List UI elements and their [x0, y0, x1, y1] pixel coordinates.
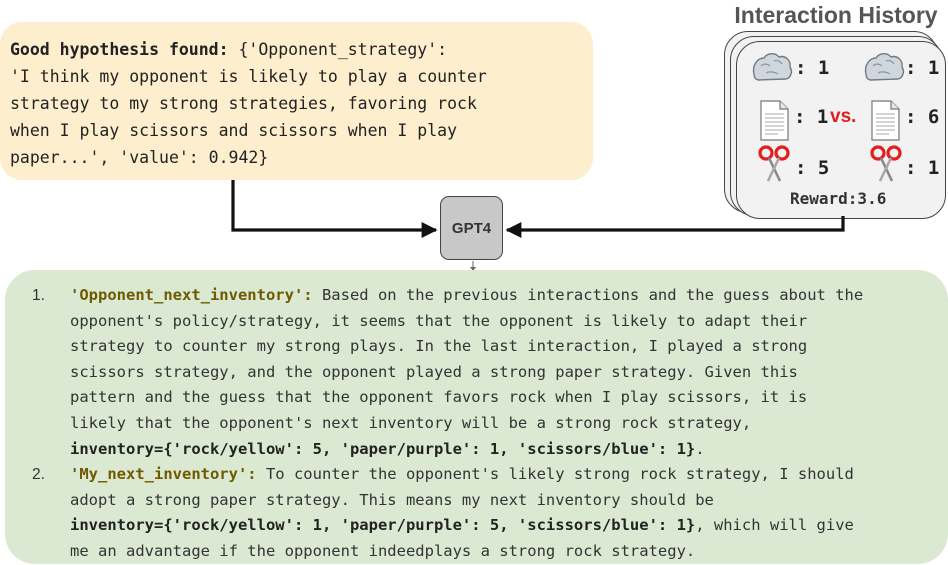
output-box [5, 270, 948, 564]
item-2-line-2: adopt a strong paper strategy. This mean… [70, 490, 714, 509]
item-2-line-3: inventory={'rock/yellow': 1, 'paper/purp… [70, 516, 854, 535]
hypothesis-label: Good hypothesis found: [10, 40, 229, 59]
item-2-line-1: 'My_next_inventory': To counter the oppo… [70, 465, 854, 484]
hypothesis-line-4: when I play scissors and scissors when I… [10, 121, 458, 140]
right-scissors-count: : 1 [905, 157, 940, 179]
scissors-icon-right [870, 145, 902, 183]
item-2-line-4: me an advantage if the opponent indeedpl… [70, 542, 696, 560]
item-1-line-3: strategy to counter my strong plays. In … [70, 337, 808, 356]
gpt4-label: GPT4 [451, 219, 492, 237]
hypothesis-line-1: {'Opponent_strategy': [228, 40, 448, 59]
right-paper-count: : 6 [905, 106, 940, 128]
gpt4-node: GPT4 [440, 196, 503, 260]
hypothesis-line-2: 'I think my opponent is likely to play a… [10, 67, 487, 86]
paper-icon-right [871, 100, 900, 141]
hypothesis-line-5: paper...', 'value': 0.942} [10, 148, 269, 167]
item-1-line-6: likely that the opponent's next inventor… [70, 414, 752, 432]
vs-label: vs. [830, 106, 857, 127]
hypothesis-line-3: strategy to my strong strategies, favori… [10, 94, 477, 113]
hypothesis-to-gpt4-arrow [231, 180, 438, 238]
right-rock-count: : 1 [905, 57, 940, 79]
item-1-line-4: scissors strategy, and the opponent play… [70, 362, 798, 381]
left-scissors-count: : 5 [795, 157, 830, 179]
hypothesis-box: Good hypothesis found: {'Opponent_strate… [0, 22, 593, 180]
left-rock-count: : 1 [795, 57, 830, 79]
my-next-inventory-key: 'My_next_inventory': [70, 465, 257, 484]
interaction-history-title: Interaction History [734, 2, 938, 28]
reward-label: Reward:3.6 [790, 189, 887, 208]
item-1-line-7: inventory={'rock/yellow': 5, 'paper/purp… [70, 439, 705, 458]
opponent-next-inventory-key: 'Opponent_next_inventory': [70, 286, 313, 304]
scissors-icon-left [758, 145, 790, 183]
rock-icon-left [752, 53, 793, 81]
item-1-line-5: pattern and the guess that the opponent … [70, 388, 808, 407]
my-inventory-value: inventory={'rock/yellow': 1, 'paper/purp… [70, 516, 696, 535]
paper-icon-left [760, 100, 789, 141]
item-1-line-2: opponent's policy/strategy, it seems tha… [70, 311, 808, 330]
item-1-number: 1. [32, 287, 45, 304]
left-paper-count: : 1 [794, 106, 829, 128]
opponent-inventory-value: inventory={'rock/yellow': 5, 'paper/purp… [70, 439, 696, 458]
rock-icon-right [864, 53, 905, 81]
history-to-gpt4-arrow [505, 216, 845, 238]
item-2-number: 2. [32, 466, 45, 483]
item-1-line-1: 'Opponent_next_inventory': Based on the … [70, 286, 864, 304]
